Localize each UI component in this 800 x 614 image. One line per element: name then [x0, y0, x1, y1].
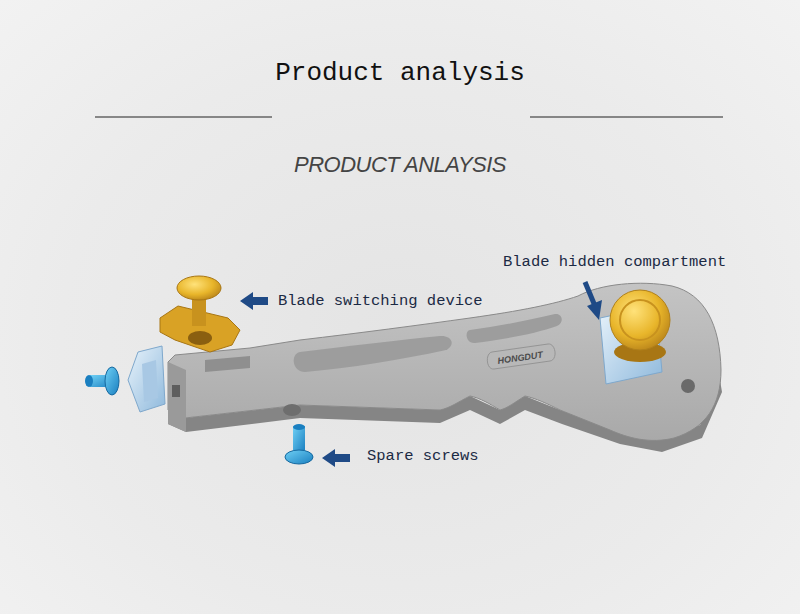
part-label: Blade hidden compartment: [503, 253, 726, 271]
part-label: Blade switching device: [278, 292, 483, 310]
subtitle: PRODUCT ANLAYSIS: [0, 152, 800, 178]
part-label: Spare screws: [367, 447, 479, 465]
page-title: Product analysis: [0, 58, 800, 88]
